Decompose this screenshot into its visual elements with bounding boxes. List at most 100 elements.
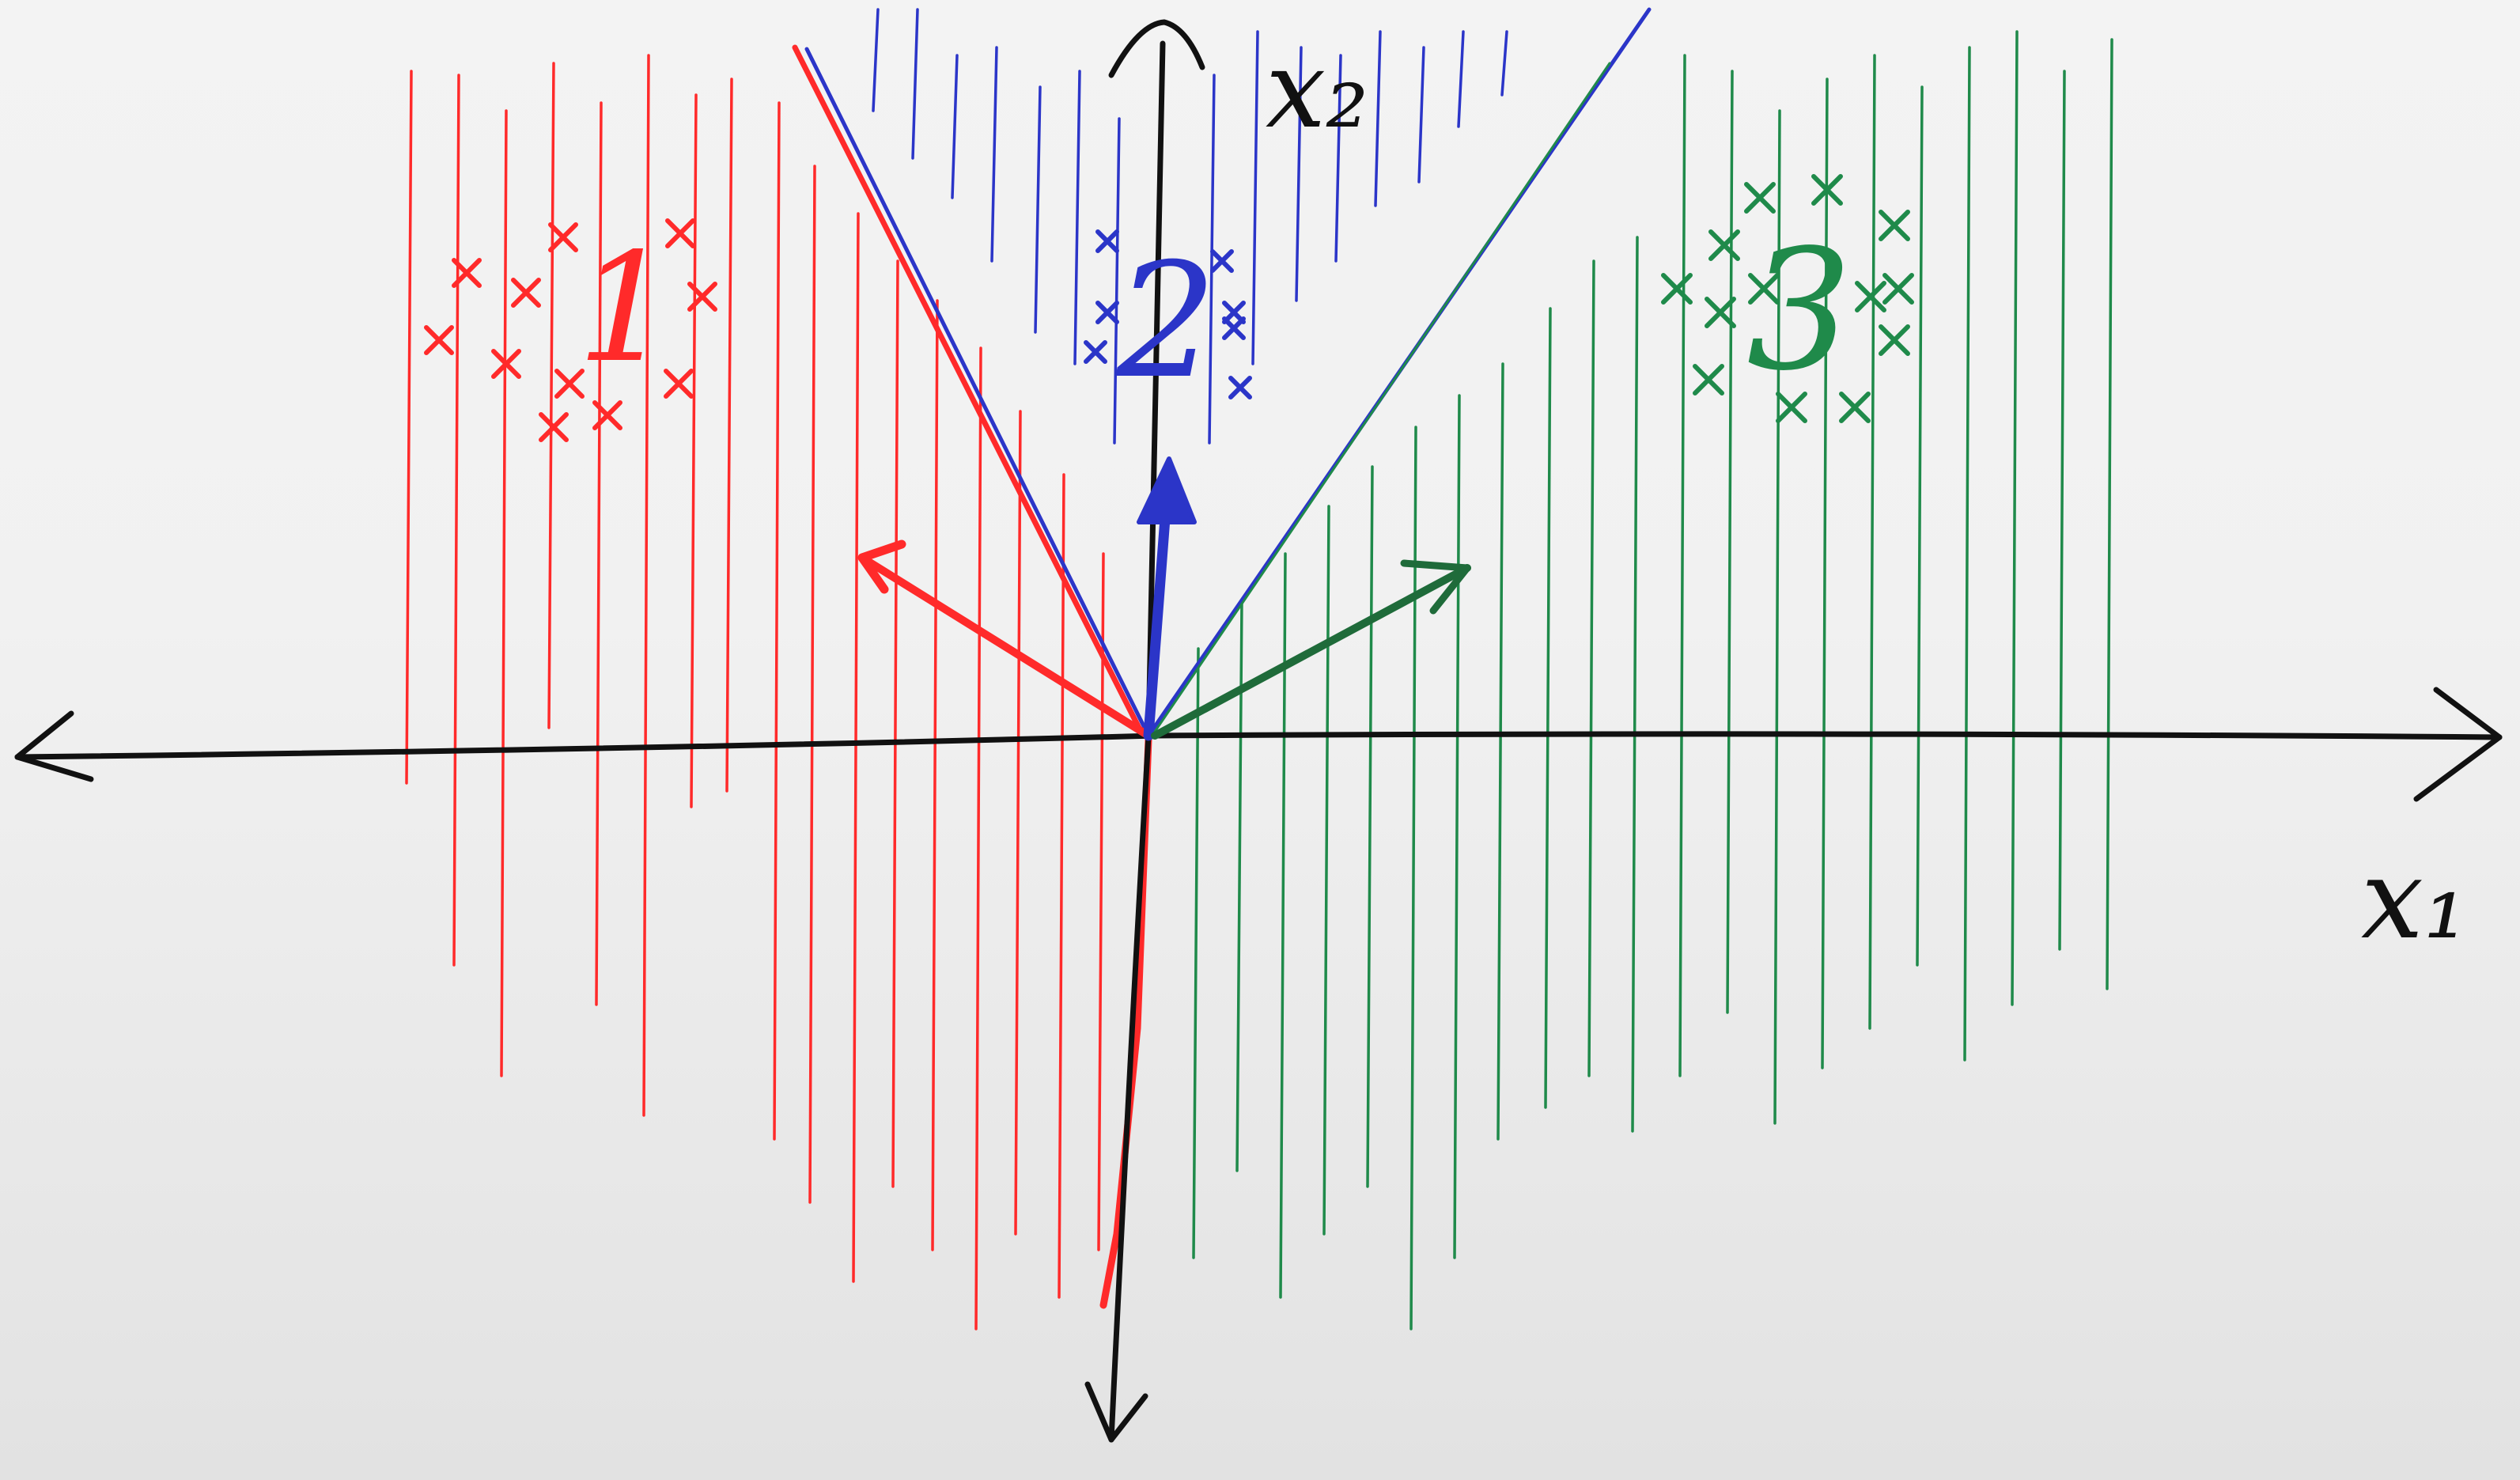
hatch-line-green-11 <box>1631 236 1639 1133</box>
hatch-line-blue-2 <box>911 8 919 160</box>
hatch-line-blue-3 <box>951 54 959 199</box>
hatch-line-green-9 <box>1544 307 1552 1109</box>
hatch-line-blue-8 <box>1208 74 1216 445</box>
data-points-class-2 <box>1084 229 1252 399</box>
point-class-1-10 <box>539 412 569 442</box>
hatch-line-blue-4 <box>990 46 998 263</box>
point-class-3-7 <box>1748 273 1780 305</box>
point-class-1-9 <box>664 369 694 399</box>
point-class-3-2 <box>1811 174 1843 206</box>
hatch-line-green-5 <box>1366 465 1374 1188</box>
point-class-2-2 <box>1210 249 1234 273</box>
point-class-1-1 <box>452 258 482 288</box>
hatch-line-blue-5 <box>1034 85 1042 334</box>
hatch-line-red-12 <box>891 259 899 1188</box>
hatch-line-red-9 <box>773 101 781 1141</box>
x-axis-left-arrowhead <box>14 710 94 782</box>
hatch-line-red-17 <box>1097 552 1105 1251</box>
hatch-line-green-2 <box>1235 600 1243 1172</box>
weight-vector-class-3-arrowhead <box>1400 559 1471 615</box>
hatch-line-blue-15 <box>1500 30 1508 97</box>
hatch-line-green-15 <box>1821 78 1829 1069</box>
weight-vector-class-3 <box>1151 564 1471 740</box>
hatch-line-green-21 <box>2106 38 2113 990</box>
hatch-line-blue-10 <box>1295 46 1303 302</box>
y-axis-top-arrowhead <box>1108 19 1205 78</box>
point-class-3-13 <box>1839 392 1871 423</box>
class-3-label: 3 <box>1746 214 1852 407</box>
hatch-line-red-16 <box>1058 473 1065 1299</box>
weight-vector-class-1 <box>858 554 1152 740</box>
point-class-3-4 <box>1708 229 1740 261</box>
point-class-1-3 <box>665 218 695 248</box>
hatch-line-red-6 <box>642 54 650 1117</box>
hatch-line-red-11 <box>852 212 860 1283</box>
weight-vector-class-2-arrowhead <box>1137 456 1197 524</box>
hatch-line-green-4 <box>1322 505 1330 1236</box>
point-class-1-4 <box>511 278 541 308</box>
region-hatching-class-2 <box>872 8 1508 445</box>
hatch-line-green-17 <box>1916 85 1924 967</box>
boundary-class-1-2-red <box>792 44 1146 739</box>
hatch-line-blue-1 <box>872 8 880 112</box>
boundary-class-2-3-green <box>1153 62 1611 733</box>
class-1-label: 1 <box>577 221 673 396</box>
y-axis-bottom-arrowhead <box>1084 1381 1148 1443</box>
hatch-line-red-4 <box>547 62 555 729</box>
hatch-line-green-20 <box>2058 70 2066 951</box>
hatch-line-red-8 <box>725 78 733 793</box>
point-class-1-2 <box>548 222 578 252</box>
point-class-2-1 <box>1095 229 1119 253</box>
point-class-2-3 <box>1095 301 1119 324</box>
boundary-class-1-2-blue <box>804 47 1151 738</box>
hatch-line-blue-7 <box>1113 117 1121 445</box>
point-class-2-6 <box>1222 316 1246 340</box>
y-axis-label: x₂ <box>1266 28 1368 152</box>
point-class-1-11 <box>592 400 622 430</box>
hatch-line-green-18 <box>1963 46 1971 1062</box>
hatch-line-red-14 <box>974 346 982 1330</box>
decision-boundaries <box>792 7 1652 1309</box>
point-class-1-6 <box>424 325 454 355</box>
point-class-3-11 <box>1693 364 1724 396</box>
hatch-line-red-5 <box>595 101 603 1006</box>
data-points-class-1 <box>424 218 717 442</box>
class-2-label: 2 <box>1115 229 1216 414</box>
point-class-3-9 <box>1882 273 1914 305</box>
hatch-line-red-13 <box>931 299 939 1251</box>
weight-vectors <box>857 456 1471 741</box>
point-class-1-7 <box>491 349 521 379</box>
hatch-line-red-15 <box>1014 410 1022 1236</box>
hatch-line-red-2 <box>452 74 460 967</box>
point-class-2-5 <box>1084 340 1107 364</box>
hatch-line-green-16 <box>1868 54 1876 1030</box>
data-points-class-3 <box>1661 174 1914 423</box>
hatch-line-blue-11 <box>1334 54 1342 263</box>
hatch-line-red-10 <box>808 165 816 1204</box>
hatch-line-blue-14 <box>1457 30 1465 128</box>
hatch-line-green-13 <box>1726 70 1734 1014</box>
point-class-3-1 <box>1744 182 1776 214</box>
hatch-line-blue-9 <box>1251 30 1259 365</box>
hatch-line-green-10 <box>1587 259 1595 1077</box>
axes <box>14 19 2503 1443</box>
hatch-line-green-8 <box>1496 362 1504 1141</box>
region-hatching-class-3 <box>1192 30 2113 1330</box>
hatch-line-blue-13 <box>1417 46 1425 184</box>
point-class-3-3 <box>1879 210 1910 241</box>
point-class-3-5 <box>1661 273 1693 305</box>
hatch-line-green-6 <box>1409 426 1417 1330</box>
hatch-line-blue-12 <box>1374 30 1382 207</box>
point-class-3-6 <box>1705 297 1736 328</box>
hatch-line-green-14 <box>1773 109 1781 1125</box>
point-class-3-8 <box>1855 281 1886 312</box>
hatch-line-green-12 <box>1678 54 1686 1077</box>
hatch-line-green-1 <box>1192 647 1200 1259</box>
x-axis-label: x₁ <box>2361 835 2468 964</box>
region-hatching-class-1 <box>405 54 1105 1330</box>
x-axis-right-arrowhead <box>2413 687 2503 802</box>
point-class-2-7 <box>1228 376 1252 399</box>
hatch-line-blue-6 <box>1073 70 1081 365</box>
